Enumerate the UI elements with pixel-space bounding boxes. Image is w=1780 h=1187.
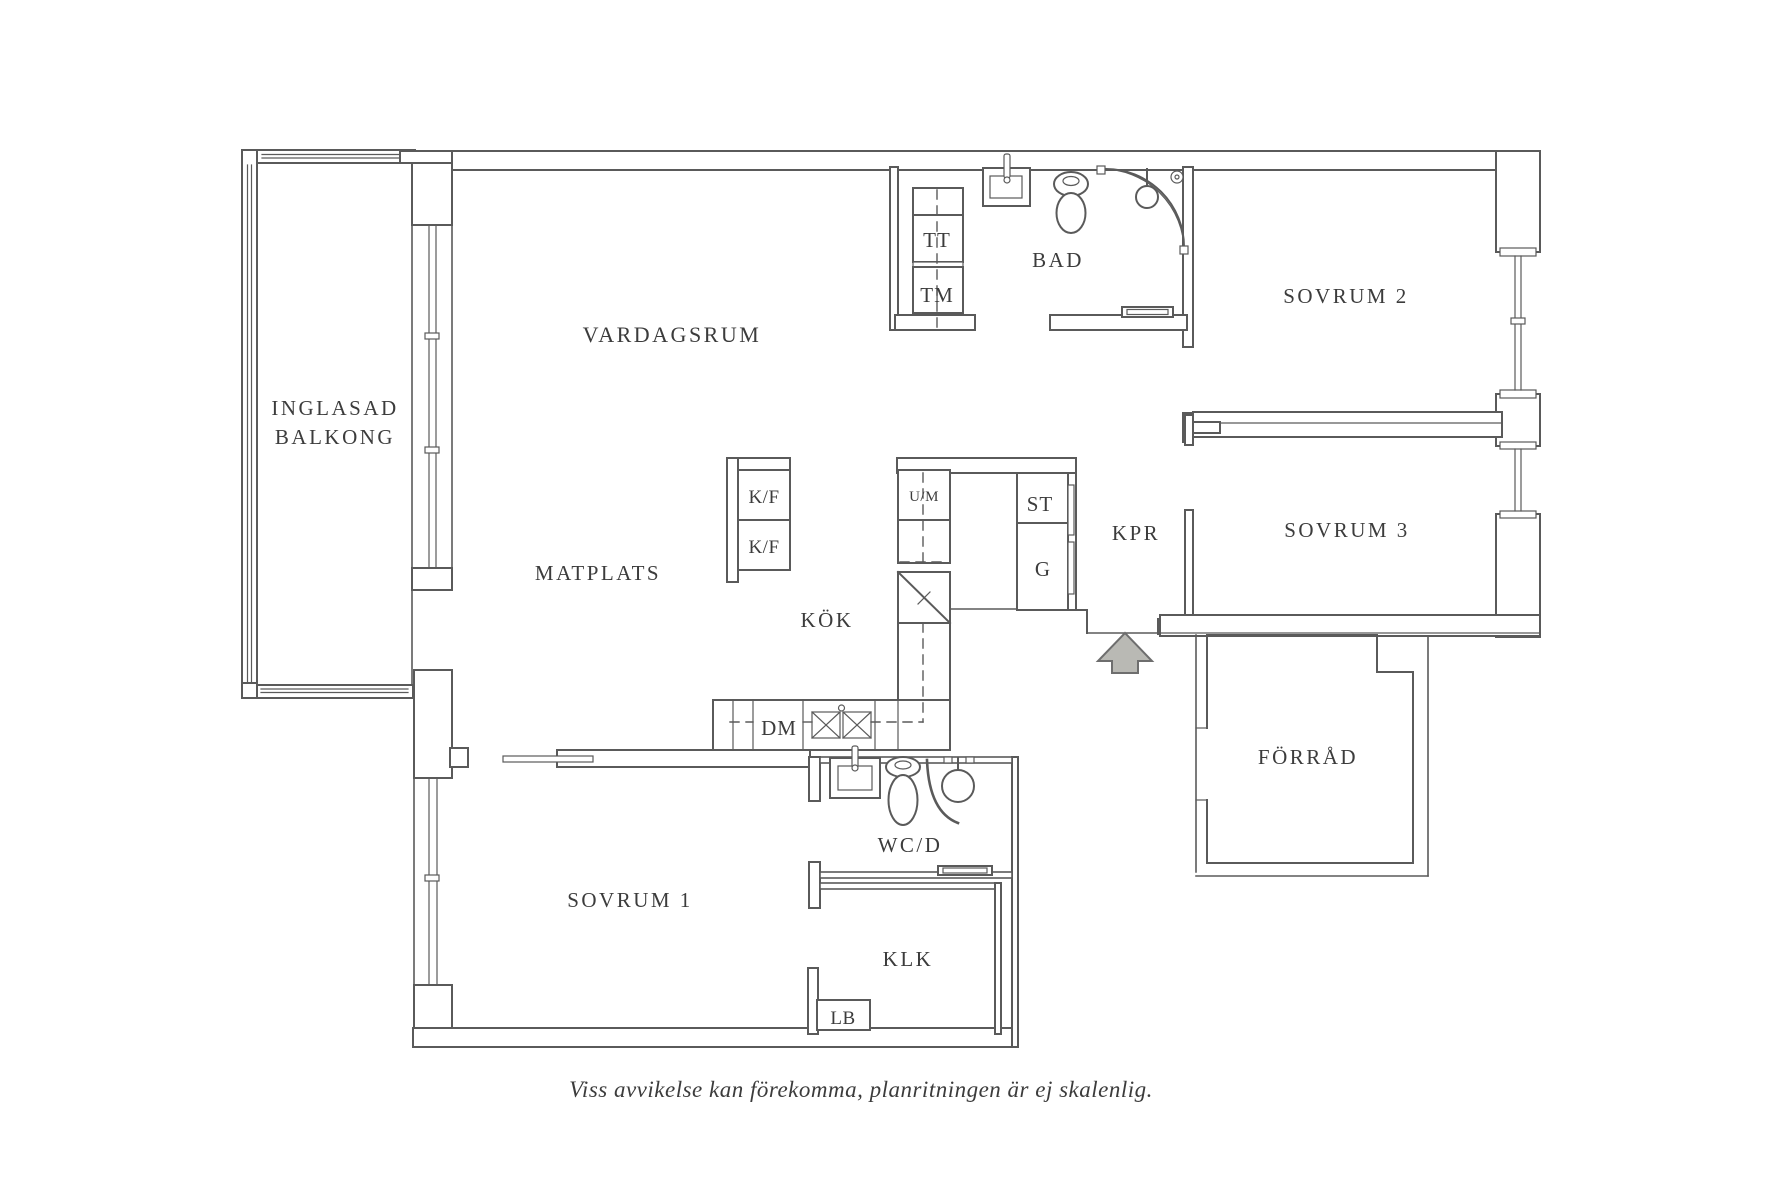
footer-note: Viss avvikelse kan förekomma, planritnin… [569, 1077, 1153, 1102]
walls-layer [241, 149, 1541, 1048]
kitchen-hall-walls [896, 457, 1541, 637]
room-label-kitchen: KÖK [801, 608, 854, 632]
appliance-label-cleaning: ST [1027, 492, 1054, 516]
room-label-hallway: KPR [1112, 521, 1160, 545]
dashed-lines [729, 189, 948, 723]
entrance-arrow-icon [1095, 631, 1155, 674]
bad-shower-icon [1096, 165, 1189, 255]
bad-sink-icon [982, 153, 1031, 207]
room-label-bedroom3: SOVRUM 3 [1284, 518, 1410, 542]
bathroom-fixtures [982, 153, 1189, 255]
room-label-living: VARDAGSRUM [583, 322, 762, 347]
appliance-label-washer: TM [920, 283, 954, 307]
appliance-label-fridge1: K/F [748, 487, 779, 508]
appliance-label-linen: LB [830, 1008, 855, 1029]
wcd-sink-icon [829, 745, 881, 799]
bad-toilet-icon [1053, 171, 1089, 234]
appliance-label-oven: U/M [909, 489, 939, 505]
laundry-cabinets [912, 187, 964, 314]
room-label-balcony-line1: INGLASAD [271, 396, 398, 420]
wcd-shower-icon [925, 756, 975, 825]
labels-layer: INGLASAD BALKONG VARDAGSRUM MATPLATS KÖK… [271, 228, 1410, 1102]
room-label-bathroom: BAD [1032, 248, 1084, 272]
room-label-bedroom2: SOVRUM 2 [1283, 284, 1409, 308]
room-label-storage: FÖRRÅD [1258, 745, 1358, 769]
appliance-label-dryer: TT [923, 228, 951, 252]
bedroom-divider-walls [1182, 166, 1503, 621]
room-label-wc: WC/D [878, 833, 943, 857]
appliance-label-wardrobe: G [1035, 557, 1051, 581]
wcd-toilet-icon [885, 756, 921, 826]
wc-fixtures [829, 745, 975, 826]
kitchen-fittings [712, 457, 1075, 751]
balcony-walls [241, 149, 453, 699]
storage-walls [1195, 634, 1429, 877]
appliance-label-dishwasher: DM [761, 716, 797, 740]
room-label-bedroom1: SOVRUM 1 [567, 888, 693, 912]
room-label-balcony-line2: BALKONG [275, 425, 395, 449]
appliance-label-fridge2: K/F [748, 537, 779, 558]
room-label-dining: MATPLATS [535, 561, 661, 585]
room-label-closet: KLK [883, 947, 934, 971]
exterior-walls [451, 150, 1541, 638]
bathroom-walls [889, 166, 1188, 331]
